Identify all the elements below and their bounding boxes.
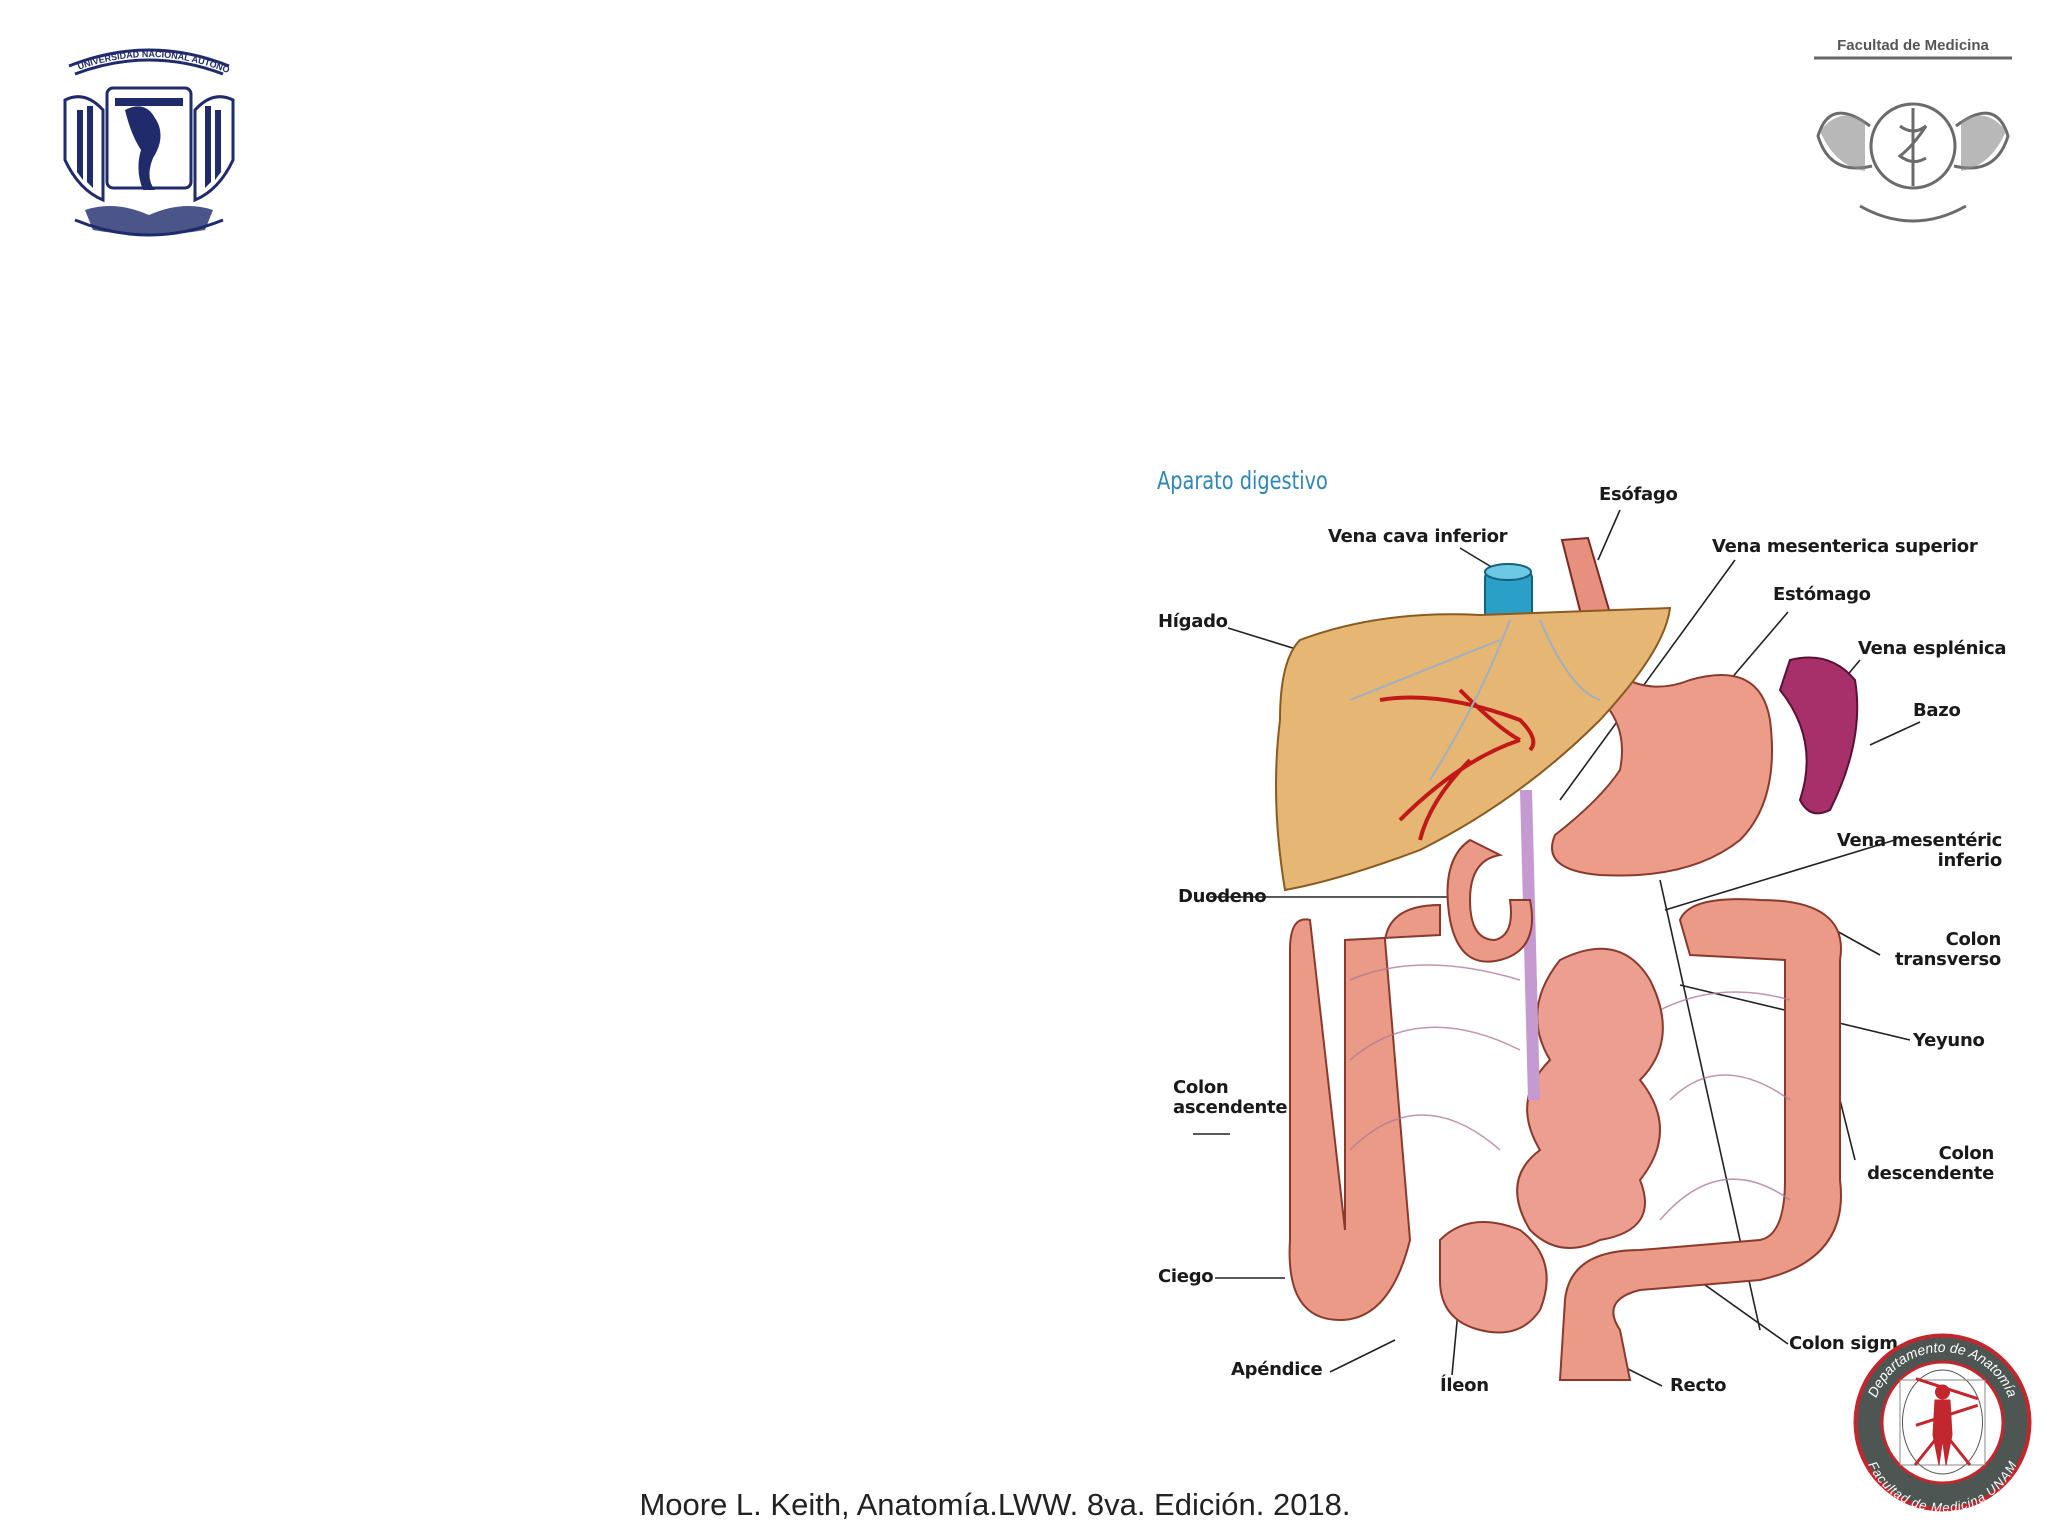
- label-vena-mesenterica-superior: Vena mesenterica superior: [1712, 536, 1978, 557]
- label-vena-cava-inferior: Vena cava inferior: [1328, 526, 1508, 547]
- citation: Moore L. Keith, Anatomía.LWW. 8va. Edici…: [639, 1487, 1351, 1522]
- label-vena-mesenterica-inferior-2: inferio: [1937, 850, 2003, 871]
- label-duodeno: Duodeno: [1178, 886, 1267, 907]
- label-colon-descendente-2: descendente: [1867, 1163, 1994, 1184]
- label-bazo: Bazo: [1913, 700, 1961, 721]
- unam-seal-logo: UNIVERSIDAD NACIONAL AUTONOMA DE MEXICO: [51, 32, 243, 245]
- label-colon-transverso-2: transverso: [1894, 949, 2001, 970]
- label-colon-sigmoide: Colon sigm: [1789, 1333, 1898, 1354]
- departamento-anatomia-badge: Departamento de Anatomía Facultad de Med…: [1850, 1330, 2035, 1515]
- unam-seal-text: UNIVERSIDAD NACIONAL AUTONOMA DE MEXICO: [51, 32, 231, 75]
- svg-text:UNIVERSIDAD NACIONAL AUTONOMA: UNIVERSIDAD NACIONAL AUTONOMA DE MEXICO: [55, 40, 231, 75]
- label-recto: Recto: [1670, 1375, 1727, 1396]
- label-yeyuno: Yeyuno: [1913, 1030, 1985, 1051]
- label-vena-esplenica: Vena esplénica: [1858, 638, 2007, 659]
- label-esofago: Esófago: [1599, 484, 1678, 505]
- label-colon-transverso-1: Colon: [1945, 929, 2002, 950]
- figure-title: Aparato digestivo: [1157, 466, 1328, 495]
- label-higado: Hígado: [1158, 611, 1228, 632]
- label-apendice: Apéndice: [1231, 1359, 1323, 1380]
- svg-text:Facultad de Medicina: Facultad de Medicina: [1837, 37, 1989, 54]
- label-colon-ascendente-1: Colon: [1173, 1077, 1229, 1098]
- label-colon-ascendente-2: ascendente: [1173, 1097, 1288, 1118]
- facultad-medicina-logo: Facultad de Medicina: [1810, 36, 2016, 246]
- label-vena-mesenterica-inferior-1: Vena mesentéric: [1836, 830, 2002, 851]
- digestive-system-illustration: [1140, 440, 2020, 1400]
- label-estomago: Estómago: [1773, 584, 1871, 605]
- label-colon-descendente-1: Colon: [1938, 1143, 1995, 1164]
- label-ciego: Ciego: [1158, 1266, 1214, 1287]
- label-ileon: Íleon: [1440, 1375, 1489, 1396]
